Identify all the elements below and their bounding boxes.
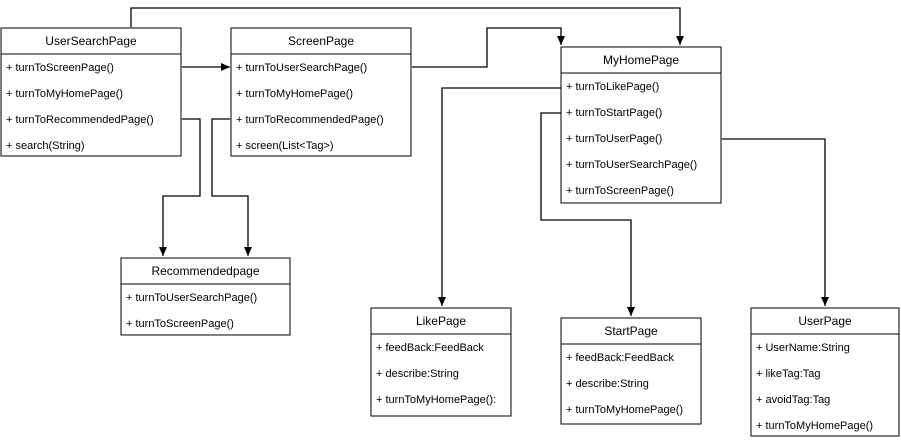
edge-myhome-user [713, 135, 829, 306]
class-box-screen [230, 27, 412, 157]
edge-usersearch-recommended [159, 115, 201, 256]
class-member-usersearch-2: + turnToRecommendedPage() [6, 114, 154, 126]
class-box-user [750, 307, 900, 437]
class-member-usersearch-3: + search(String) [6, 140, 85, 152]
class-member-myhome-4: + turnToScreenPage() [566, 185, 674, 197]
edge-myhome-start [540, 109, 635, 316]
class-title-screen: ScreenPage [288, 34, 354, 48]
class-box-recommended [120, 257, 291, 336]
class-boxes: UserSearchPage + turnToScreenPage() + turn… [0, 27, 900, 437]
class-myhome: MyHomePage + turnToLikePage() + turnToStar… [560, 46, 722, 204]
edge-myhome-like [438, 84, 570, 306]
class-member-recommended-1: + turnToScreenPage() [126, 318, 234, 330]
class-member-screen-1: + turnToMyHomePage() [236, 88, 353, 100]
edge-screen-recommended [211, 115, 252, 256]
class-member-start-1: + describe:String [566, 378, 649, 390]
class-like: LikePage + feedBack:FeedBack + describe:St… [370, 307, 512, 417]
class-member-screen-3: + screen(List<Tag>) [236, 140, 334, 152]
class-member-usersearch-0: + turnToScreenPage() [6, 62, 114, 74]
class-member-screen-2: + turnToRecommendedPage() [236, 114, 384, 126]
class-member-start-2: + turnToMyHomePage() [566, 404, 683, 416]
class-member-myhome-1: + turnToStartPage() [566, 107, 662, 119]
class-title-user: UserPage [798, 314, 852, 328]
class-title-usersearch: UserSearchPage [45, 34, 137, 48]
class-member-screen-0: + turnToUserSearchPage() [236, 62, 367, 74]
class-box-myhome [560, 46, 722, 204]
edge-screen-myhome [403, 27, 565, 71]
class-title-start: StartPage [604, 324, 658, 338]
class-start: StartPage + feedBack:FeedBack + describe:S… [560, 317, 702, 425]
class-member-user-2: + avoidTag:Tag [756, 394, 830, 406]
class-screen: ScreenPage + turnToUserSearchPage() + turn… [230, 27, 412, 157]
edge-usersearch-myhome-top [127, 7, 684, 45]
class-member-recommended-0: + turnToUserSearchPage() [126, 292, 257, 304]
class-member-start-0: + feedBack:FeedBack [566, 352, 674, 364]
class-box-start [560, 317, 702, 425]
edges [127, 7, 829, 316]
class-member-myhome-2: + turnToUserPage() [566, 133, 662, 145]
class-member-myhome-0: + turnToLikePage() [566, 81, 659, 93]
class-title-recommended: Recommendedpage [151, 264, 259, 278]
class-member-myhome-3: + turnToUserSearchPage() [566, 159, 697, 171]
class-member-like-2: + turnToMyHomePage(): [376, 394, 496, 406]
class-box-like [370, 307, 512, 417]
class-box-usersearch [0, 27, 182, 157]
class-recommended: Recommendedpage + turnToUserSearchPage() +… [120, 257, 291, 336]
class-user: UserPage + UserName:String + likeTag:Tag + … [750, 307, 900, 437]
class-title-like: LikePage [416, 314, 466, 328]
class-member-like-1: + describe:String [376, 368, 459, 380]
class-member-user-3: + turnToMyHomePage() [756, 420, 873, 432]
class-title-myhome: MyHomePage [603, 53, 679, 67]
class-usersearch: UserSearchPage + turnToScreenPage() + turn… [0, 27, 182, 157]
class-member-user-0: + UserName:String [756, 342, 850, 354]
class-member-usersearch-1: + turnToMyHomePage() [6, 88, 123, 100]
class-member-like-0: + feedBack:FeedBack [376, 342, 484, 354]
class-member-user-1: + likeTag:Tag [756, 368, 821, 380]
